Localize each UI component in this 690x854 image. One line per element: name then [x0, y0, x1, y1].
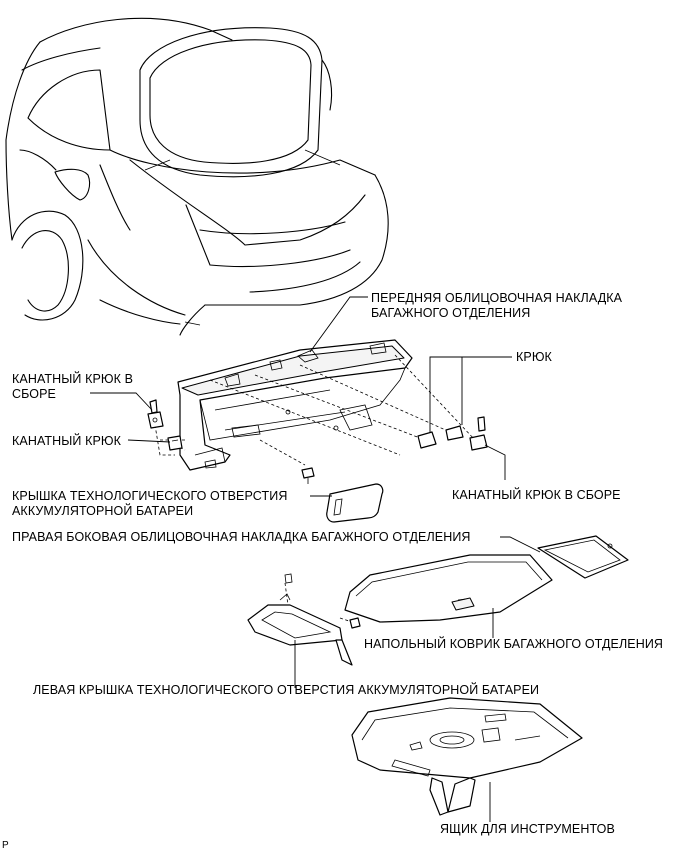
tool-box [351, 697, 583, 816]
label-rope-hook-assy-right: КАНАТНЫЙ КРЮК В СБОРЕ [452, 488, 621, 502]
label-right-side-trim: ПРАВАЯ БОКОВАЯ ОБЛИЦОВОЧНАЯ НАКЛАДКА БАГ… [12, 530, 471, 544]
label-floor-mat: НАПОЛЬНЫЙ КОВРИК БАГАЖНОГО ОТДЕЛЕНИЯ [364, 637, 664, 651]
label-left-battery-cover: ЛЕВАЯ КРЫШКА ТЕХНОЛОГИЧЕСКОГО ОТВЕРСТИЯ … [33, 683, 540, 697]
label-hook: КРЮК [516, 350, 552, 364]
label-service-hole-cover-line2: АККУМУЛЯТОРНОЙ БАТАРЕИ [12, 504, 194, 518]
rope-hook-assy-right [469, 416, 488, 451]
rope-hook-left [167, 435, 183, 451]
car-rear-illustration [5, 17, 389, 336]
label-front-trim-line1: ПЕРЕДНЯЯ ОБЛИЦОВОЧНАЯ НАКЛАДКА [371, 291, 623, 305]
label-service-hole-cover-line1: КРЫШКА ТЕХНОЛОГИЧЕСКОГО ОТВЕРСТИЯ [12, 489, 288, 503]
trunk-floor-mat [344, 554, 553, 623]
label-rope-hook-assy-left-line2: СБОРЕ [12, 387, 56, 401]
service-hole-cover [326, 483, 384, 523]
label-tool-box: ЯЩИК ДЛЯ ИНСТРУМЕНТОВ [440, 822, 615, 836]
right-side-trim-panel [537, 535, 629, 579]
label-front-trim-line2: БАГАЖНОГО ОТДЕЛЕНИЯ [371, 306, 531, 320]
leader-lines [90, 296, 541, 822]
label-rope-hook: КАНАТНЫЙ КРЮК [12, 434, 122, 448]
front-trunk-trim-panel [177, 339, 413, 471]
left-battery-service-cover [247, 573, 361, 666]
hook-parts [417, 425, 464, 449]
label-rope-hook-assy-left-line1: КАНАТНЫЙ КРЮК В [12, 372, 134, 386]
clip [301, 467, 315, 484]
rope-hook-assy-left [147, 399, 164, 429]
corner-mark: P [2, 840, 9, 851]
